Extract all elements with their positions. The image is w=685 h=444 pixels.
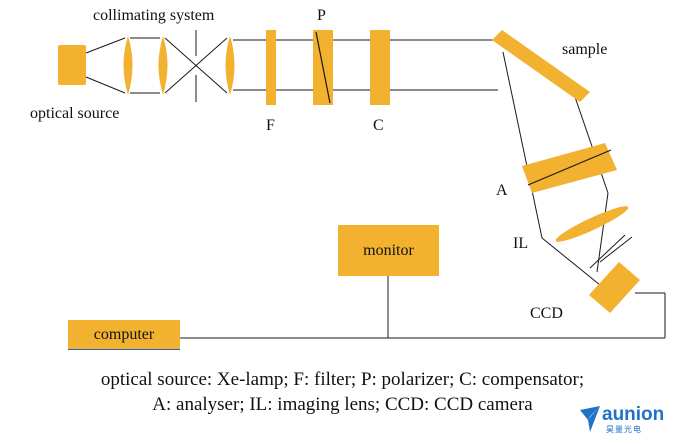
aunion-logo: aunion 昊量光电: [578, 402, 678, 436]
computer-label: computer: [93, 325, 155, 343]
ccd-label: CCD: [530, 305, 563, 322]
monitor-label: monitor: [363, 241, 414, 259]
logo-wordmark: aunion: [602, 404, 665, 425]
monitor-box: monitor: [338, 225, 439, 276]
optical-source-block: [58, 45, 86, 85]
sample-label: sample: [562, 41, 608, 58]
compensator-label: C: [373, 117, 384, 134]
collimating-lens-2: [158, 36, 168, 95]
computer-box: computer: [68, 320, 180, 349]
compensator-element: [370, 30, 390, 105]
filter-label: F: [266, 117, 275, 134]
logo-subtitle: 昊量光电: [606, 425, 642, 434]
ccd-camera-block: [589, 262, 640, 313]
collimating-lens-3: [225, 36, 235, 95]
collimating-lens-1: [123, 36, 133, 95]
caption-line-2: A: analyser; IL: imaging lens; CCD: CCD …: [152, 394, 533, 415]
optical-source-label: optical source: [30, 105, 120, 122]
polarizer-label: P: [317, 7, 326, 24]
imaging-lens-element: [555, 206, 629, 242]
caption-line-1: optical source: Xe-lamp; F: filter; P: p…: [100, 369, 585, 390]
beam-lines: [85, 30, 666, 339]
analyser-label: A: [496, 182, 508, 199]
sample-element: [492, 30, 590, 102]
imaging-lens-label: IL: [513, 235, 529, 252]
filter-element: [266, 30, 276, 105]
collimating-system-label: collimating system: [93, 7, 215, 24]
arrow-logo-icon: [580, 406, 600, 432]
